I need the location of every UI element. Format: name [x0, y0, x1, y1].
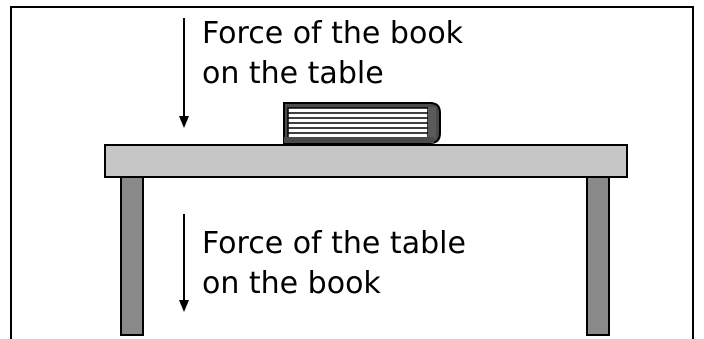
down-arrow-icon — [179, 18, 189, 128]
top-force-label: Force of the book on the table — [202, 14, 463, 94]
table-top — [104, 144, 628, 178]
bottom-force-label: Force of the table on the book — [202, 224, 466, 304]
frame-right-border — [692, 6, 694, 339]
bottom-force-label-line2: on the book — [202, 266, 381, 301]
frame-left-border — [10, 6, 12, 339]
top-force-label-line1: Force of the book — [202, 16, 464, 51]
top-force-label-line2: on the table — [202, 56, 384, 91]
table-leg-left — [120, 176, 144, 336]
table-leg-right — [586, 176, 610, 336]
book — [283, 102, 441, 144]
frame-top-border — [10, 6, 694, 8]
down-arrow-icon — [179, 214, 189, 312]
bottom-force-label-line1: Force of the table — [202, 226, 466, 261]
